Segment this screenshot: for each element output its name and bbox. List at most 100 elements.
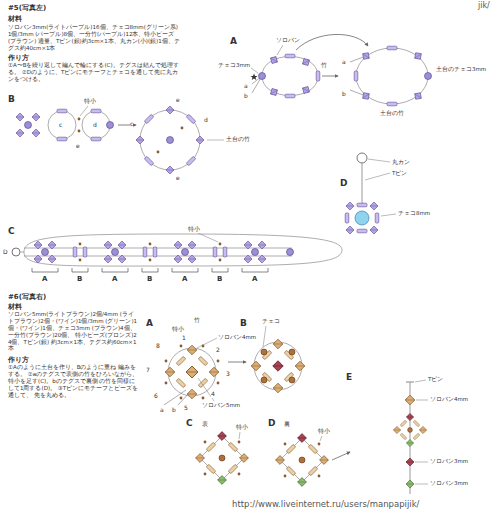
part-label: 特小 (172, 326, 184, 333)
motif6-c (239, 432, 240, 439)
chain-c (198, 233, 218, 242)
pendant-e (406, 381, 414, 382)
motif6-a (198, 356, 208, 366)
chain-c (73, 247, 77, 257)
motif6-a (197, 338, 217, 348)
motif-a-base (387, 46, 397, 50)
motif6-a (217, 382, 220, 385)
pendant-d (346, 226, 354, 234)
pendant-e (400, 420, 407, 427)
motif6-a (186, 366, 198, 378)
pendant-e (415, 484, 428, 485)
motif-b-start (32, 129, 40, 137)
chain-c (219, 259, 222, 262)
motif6-a (176, 356, 186, 366)
instruction-text: ソロバン3mm(ライトパープル)16個、チェコ8mm(グリーン系)1個/3mm … (8, 24, 180, 52)
thread-end-letter: b (342, 90, 346, 98)
motif-a-base (354, 71, 358, 81)
motif-b-base (186, 114, 196, 124)
step-letter: A (112, 275, 117, 284)
instruction-text: ソロバン5mm(ライトブラウン)2個/4mm (ライトブラウン)2個・(ワイン)… (8, 311, 138, 352)
chain-c (104, 255, 112, 263)
motif6-c (219, 455, 225, 461)
motif-a-base (412, 90, 423, 101)
motif-a-start (296, 34, 368, 50)
chain-c (24, 248, 292, 256)
part-label: チェコ (262, 318, 280, 325)
motif6-d (320, 436, 322, 441)
motif-b-base (144, 156, 154, 166)
motif6-d (284, 443, 287, 446)
motif6-b (273, 383, 283, 393)
section-heading: #6(写真右) (8, 293, 46, 302)
pendant-e (408, 428, 413, 433)
part-label: 土台の竹 (380, 110, 404, 117)
motif6-a (187, 389, 197, 399)
chain-c (153, 247, 157, 257)
pendant-e (415, 380, 426, 382)
chain-c (42, 249, 49, 256)
instruction-text: ①A〜Bを繰り返して編んで輪にする(C)。テグスは結んで処理する。 ②Dのように… (8, 62, 180, 83)
pendant-e (393, 380, 428, 494)
motif-b-base (136, 106, 224, 174)
section-heading: #5(写真左) (8, 4, 46, 13)
pendant-e (406, 439, 413, 446)
motif6-a (198, 378, 214, 401)
motif6-d (320, 456, 329, 465)
chain-c (118, 241, 126, 249)
pendant-e (393, 426, 400, 433)
pendant-d (357, 229, 367, 233)
motif6-c (228, 442, 238, 452)
motif-a-start (251, 74, 258, 81)
pendant-d (370, 226, 378, 234)
pendant-d (345, 153, 396, 234)
motif6-c (206, 464, 216, 474)
part-label: ソロバン4mm (218, 334, 256, 341)
chain-c (244, 241, 252, 249)
motif6-c (240, 454, 249, 463)
motif6-d (276, 456, 285, 465)
step-letter: A (42, 275, 47, 284)
chain-c (118, 255, 126, 263)
chain-c (34, 255, 42, 263)
watermark: http://www.liveinternet.ru/users/manpapi… (232, 499, 419, 510)
motif-b-start (57, 137, 67, 141)
motif-a-start (251, 68, 258, 73)
pendant-e (419, 426, 426, 433)
part-label: D (3, 248, 8, 256)
thread-end-letter: a (244, 82, 248, 90)
motif6-a (180, 345, 183, 348)
motif6-a (202, 397, 205, 400)
motif-a-base (360, 90, 371, 101)
motif-a-start (301, 85, 312, 96)
motif6-b (289, 349, 295, 355)
part-label: 土台の竹 (226, 136, 250, 143)
motif6-d (318, 475, 321, 478)
part-label: チェコ8mm (398, 210, 430, 217)
motif6-b (263, 326, 266, 347)
watermark: jik/ (478, 1, 490, 11)
step-letter: C (186, 418, 193, 429)
motif-b-start (16, 129, 24, 137)
motif6-a (228, 362, 246, 363)
section-heading: 作り方 (8, 356, 29, 364)
motif6-b (273, 361, 283, 371)
part-label: 丸カン (392, 159, 410, 166)
pendant-d (375, 213, 379, 223)
motif-b-start (78, 118, 81, 121)
part-label: Tピン (392, 170, 407, 177)
motif-b-start (48, 111, 76, 139)
thread-end-letter: d (93, 121, 97, 129)
callout-number: 7 (146, 366, 150, 374)
motif-b-base (157, 151, 160, 154)
thread-end-letter: e (176, 174, 180, 182)
part-label: 特小 (236, 424, 248, 431)
callout-number: 8 (156, 342, 160, 350)
part-label: ソロバン4mm (430, 396, 468, 403)
motif6-a (165, 367, 175, 377)
chain-c (182, 249, 189, 256)
thread-end-letter: e (176, 96, 180, 104)
motif-b-base (136, 136, 144, 144)
